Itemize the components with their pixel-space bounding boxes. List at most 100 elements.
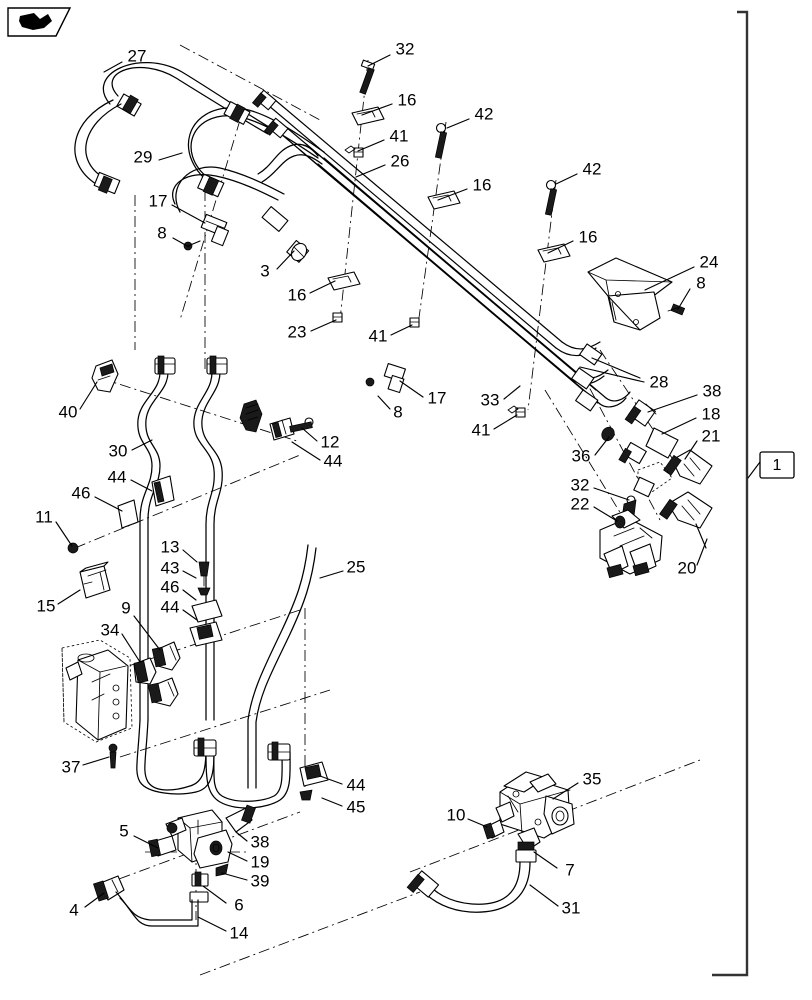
callout-number: 42 xyxy=(475,104,494,123)
callout-leaders xyxy=(55,54,708,932)
nut-23 xyxy=(332,312,343,323)
hose-end-28-group xyxy=(571,343,641,412)
callout-leader xyxy=(301,427,318,442)
component-15 xyxy=(79,561,111,599)
callout-number: 35 xyxy=(583,769,602,788)
callout-number: 37 xyxy=(62,757,81,776)
washer-43 xyxy=(197,587,211,596)
callout-number: 25 xyxy=(347,557,366,576)
hose-fitting xyxy=(93,171,121,195)
bolt-45 xyxy=(299,789,313,801)
callout-number: 17 xyxy=(149,191,168,210)
callout-leader xyxy=(555,173,578,185)
fitting-38-b xyxy=(225,804,256,833)
shield-24 xyxy=(587,257,673,331)
callout-number: 16 xyxy=(288,285,307,304)
coupler-21 xyxy=(663,449,713,485)
callout-number: 19 xyxy=(251,852,270,871)
tee-fitting-ghost xyxy=(633,461,673,498)
callout-leader xyxy=(94,496,123,512)
hose-31 xyxy=(406,861,531,913)
callout-number: 45 xyxy=(347,797,366,816)
hose-30 xyxy=(137,355,176,721)
callout-number: 38 xyxy=(703,381,722,400)
fitting-9-b xyxy=(147,677,179,707)
callout-leader xyxy=(133,835,159,849)
callout-number: 22 xyxy=(571,494,590,513)
callout-number: 12 xyxy=(321,432,340,451)
callout-number: 6 xyxy=(234,895,243,914)
assembly-number: 1 xyxy=(773,457,782,474)
callout-number: 46 xyxy=(72,483,91,502)
callout-leader xyxy=(390,324,413,336)
hose-fitting-31 xyxy=(406,870,440,898)
callout-leader xyxy=(202,885,227,904)
callout-number: 18 xyxy=(702,404,721,423)
callout-number: 41 xyxy=(369,326,388,345)
callout-leader xyxy=(84,892,105,908)
hose-fitting-loop-a xyxy=(193,737,217,757)
callout-number: 10 xyxy=(447,805,466,824)
callout-leader xyxy=(361,103,393,116)
callout-number: 33 xyxy=(481,390,500,409)
callout-leader xyxy=(357,139,385,152)
callout-leader xyxy=(319,570,344,579)
callout-number: 44 xyxy=(347,775,366,794)
callout-number: 5 xyxy=(119,821,128,840)
hose-fitting xyxy=(116,93,142,117)
callout-leader xyxy=(321,797,343,807)
callout-leader xyxy=(310,319,337,332)
nut-41-b xyxy=(409,317,420,328)
hose-27 xyxy=(74,62,275,195)
hose-end-fitting xyxy=(571,367,595,390)
callout-leader xyxy=(291,441,321,461)
callout-number: 15 xyxy=(37,596,56,615)
callout-leader xyxy=(437,188,468,201)
callout-leader xyxy=(493,414,518,430)
pump-34-ghost xyxy=(61,639,133,743)
fitting-5 xyxy=(148,835,177,858)
callout-number: 26 xyxy=(391,151,410,170)
callout-leader xyxy=(661,417,697,435)
hose-inner-top xyxy=(172,143,323,213)
coupler-20 xyxy=(659,491,713,549)
callout-number: 7 xyxy=(565,860,574,879)
callout-leader xyxy=(82,756,110,766)
tube-fitting xyxy=(261,206,289,232)
callout-number: 41 xyxy=(390,126,409,145)
callout-number: 44 xyxy=(108,467,127,486)
callout-leader xyxy=(529,884,559,907)
fitting-34 xyxy=(133,657,157,685)
callout-number: 39 xyxy=(251,871,270,890)
nut-41-a xyxy=(353,147,364,158)
callout-number: 23 xyxy=(288,322,307,341)
callout-number: 21 xyxy=(702,426,721,445)
plug-10 xyxy=(482,819,505,840)
callout-leader xyxy=(446,118,470,129)
callout-number: 4 xyxy=(69,900,78,919)
elbow-17-b xyxy=(383,362,406,394)
hose-fitting xyxy=(223,101,251,125)
bolt-42-a xyxy=(434,122,448,159)
callout-leader xyxy=(103,61,123,73)
callout-leader xyxy=(221,872,248,881)
callout-number: 32 xyxy=(571,475,590,494)
bolt-8-b xyxy=(365,377,375,387)
callout-number: 11 xyxy=(35,507,53,526)
bolt-32 xyxy=(359,59,376,95)
callout-leader xyxy=(647,394,698,413)
tube-14 xyxy=(115,891,199,927)
shim-46-b xyxy=(191,599,223,623)
hose-loops-lower xyxy=(136,719,291,809)
hose-end-fitting xyxy=(579,343,603,366)
bolt-42-b xyxy=(544,179,558,216)
callout-leader xyxy=(399,380,424,398)
hose-fitting xyxy=(197,173,225,198)
callout-number: 14 xyxy=(230,923,249,942)
clip-44-a xyxy=(269,417,295,441)
callout-leader xyxy=(593,506,618,522)
clip-16-a xyxy=(351,106,385,126)
callout-number: 27 xyxy=(128,46,147,65)
clip-44-d xyxy=(299,761,329,787)
hose-end-fitting xyxy=(575,389,599,412)
